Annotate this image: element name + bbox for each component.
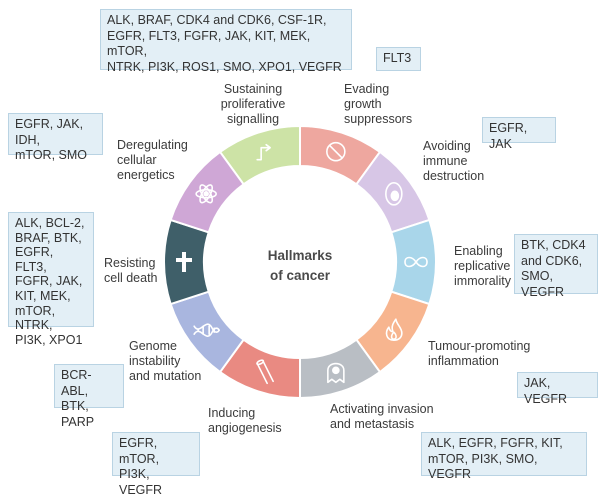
segment-replicative [390, 218, 437, 306]
dna-icon [193, 323, 220, 337]
label-genome: Genome instability and mutation [129, 339, 202, 383]
label-angiogenesis: Inducing angiogenesis [208, 406, 282, 435]
signal-arrow-icon [256, 143, 271, 161]
infinity-icon [404, 256, 428, 268]
ghost-cell-icon [327, 362, 345, 384]
center-title: Hallmarks of cancer [267, 248, 333, 283]
label-death: Resisting cell death [104, 256, 158, 285]
label-avoiding: Avoiding immune destruction [423, 139, 485, 183]
cell-icon [385, 182, 403, 206]
label-invasion: Activating invasion and metastasis [330, 402, 434, 431]
drugs-inflammation: JAK, VEGFR [517, 372, 598, 406]
drugs-replicative: BTK, CDK4 and CDK6, SMO, VEGFR [514, 234, 598, 299]
drugs-avoiding: EGFR, JAK [482, 117, 556, 151]
drugs-sustaining: ALK, BRAF, CDK4 and CDK6, CSF-1R, EGFR, … [100, 9, 352, 74]
label-sustaining: Sustaining proliferative signalling [220, 82, 286, 126]
label-inflammation: Tumour-promoting inflammation [428, 339, 531, 368]
drugs-death: ALK, BCL-2, BRAF, BTK, EGFR, FLT3, FGFR,… [8, 212, 94, 347]
vessel-icon [256, 359, 274, 385]
label-replicative: Enabling replicative immorality [454, 244, 511, 288]
flame-icon [385, 318, 403, 341]
hallmarks-wheel [163, 124, 437, 400]
atom-icon [195, 184, 217, 204]
drugs-invasion: ALK, EGFR, FGFR, KIT, mTOR, PI3K, SMO, V… [421, 432, 587, 481]
cross-icon [176, 252, 192, 272]
drugs-angiogenesis: EGFR, mTOR, PI3K, VEGFR [112, 432, 200, 497]
drugs-genome: BCR-ABL, BTK, PARP [54, 364, 124, 429]
label-energetics: Deregulating cellular energetics [117, 138, 188, 182]
drugs-evading: FLT3 [376, 47, 421, 71]
label-evading: Evading growth suppressors [344, 82, 413, 126]
drugs-energetics: EGFR, JAK, IDH, mTOR, SMO [8, 113, 103, 162]
prohibition-icon [326, 141, 346, 162]
